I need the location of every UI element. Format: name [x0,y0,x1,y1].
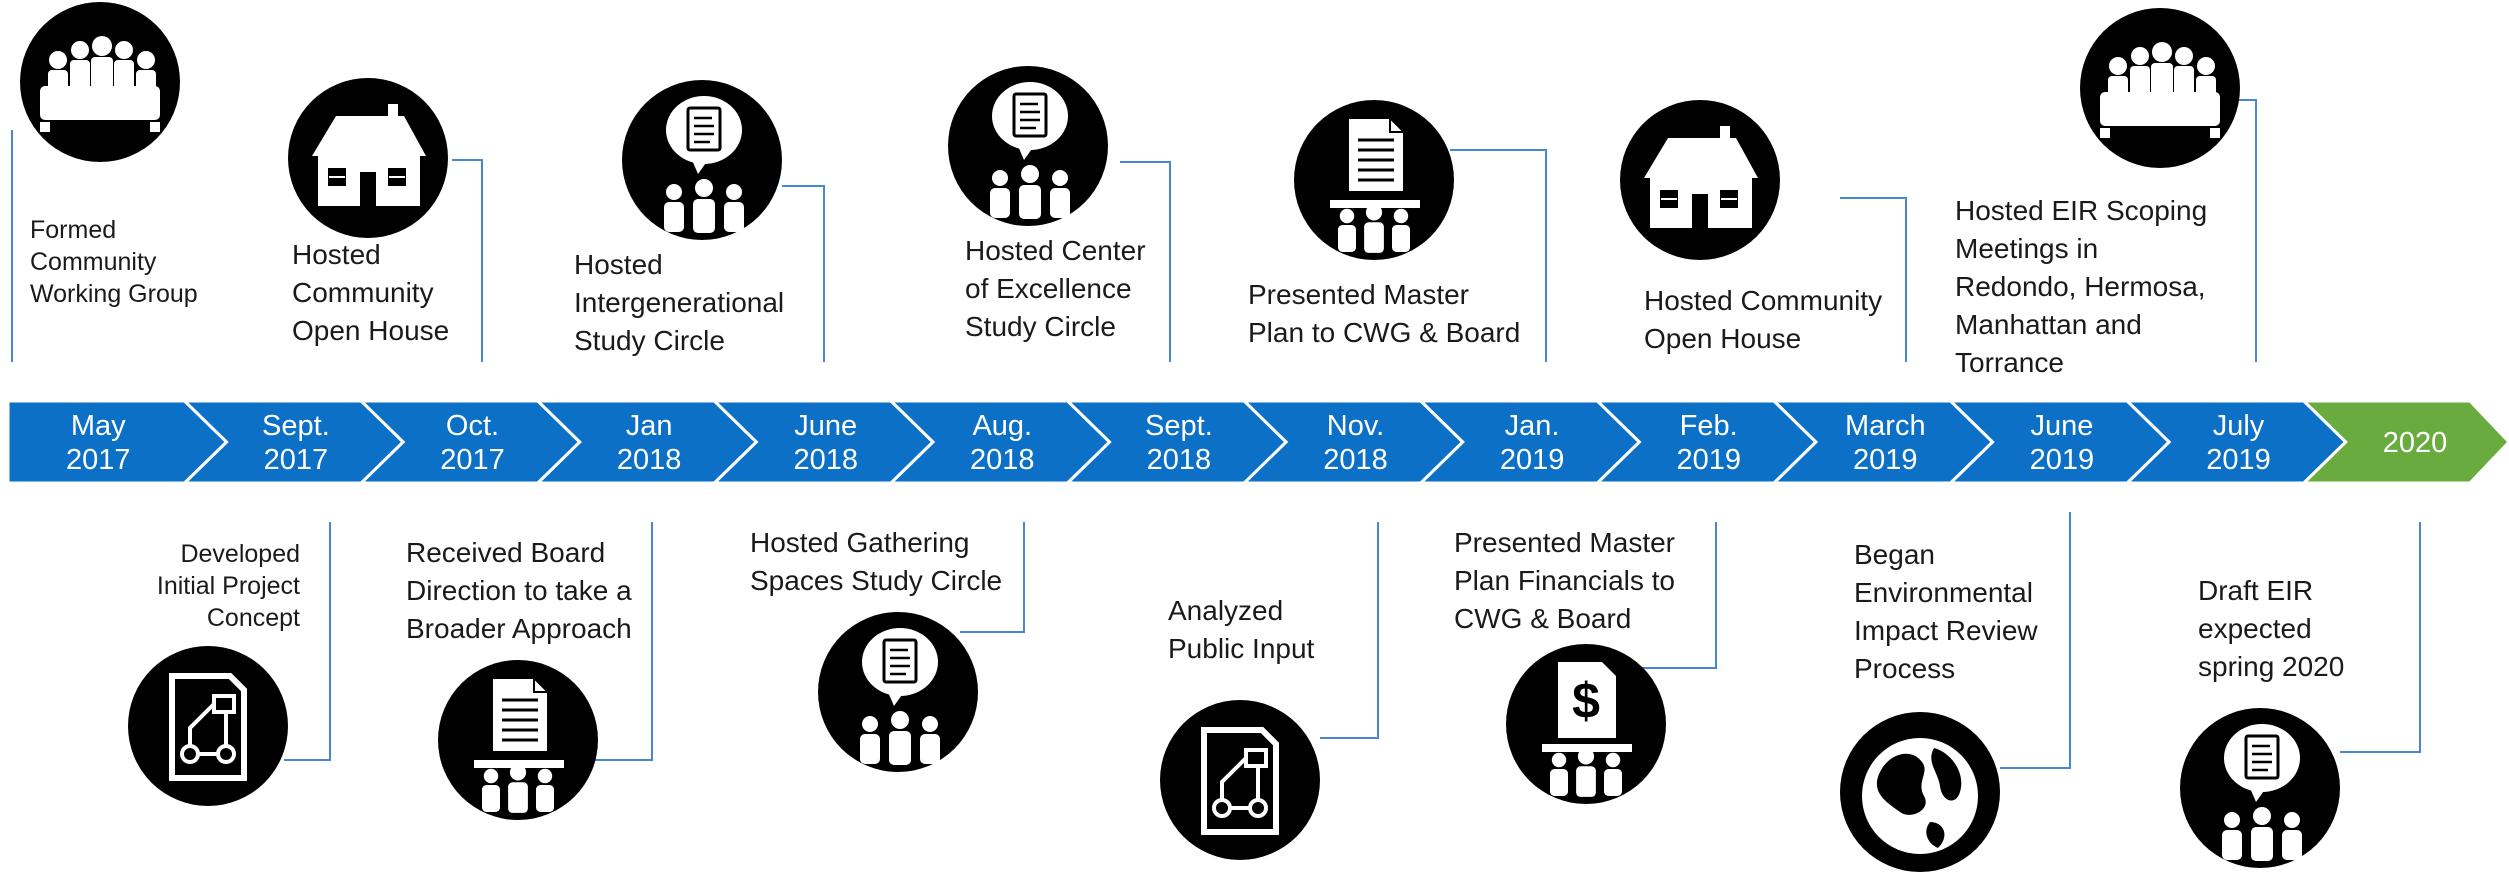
top-event-label: Hosted Community Open House [292,239,450,346]
bottom-event-label: Analyzed Public Input [1168,595,1315,664]
chevron-year: 2018 [1147,444,1212,476]
connector-line [2237,99,2257,362]
study-circle-icon [948,66,1108,226]
top-event-label: Hosted EIR Scoping Meetings in Redondo, … [1955,195,2208,378]
chevron-year: 2018 [970,444,1035,476]
flowchart-document-icon [128,646,288,806]
chevron-year: 2019 [1676,444,1741,476]
chevron-month: Aug. [972,410,1032,442]
bottom-event-label: Developed Initial Project Concept [156,540,300,632]
connector-line [284,522,331,761]
chevron-month: Sept. [1145,410,1213,442]
connector-line [960,522,1025,633]
chevron-year: 2017 [440,444,505,476]
chevron-month: Feb. [1680,410,1738,442]
document-meeting-icon [1294,100,1454,260]
meeting-table-icon [2080,8,2240,168]
top-event-label: Formed Community Working Group [30,216,198,308]
chevron-year: 2019 [1853,444,1918,476]
chevron-month: March [1845,410,1926,442]
flowchart-document-icon [1160,700,1320,860]
chevron-year: 2019 [1500,444,1565,476]
bottom-event-label: Presented Master Plan Financials to CWG … [1454,527,1676,634]
chevron-year: 2018 [617,444,682,476]
connector-line [1628,522,1717,669]
top-event-label: Hosted Community Open House [1644,285,1883,354]
connector-line [1120,161,1171,362]
chevron-year: 2019 [2206,444,2271,476]
connector-line [590,522,653,761]
top-event-label: Hosted Center of Excellence Study Circle [965,235,1146,342]
study-circle-icon [622,80,782,240]
timeline-band: May2017Sept.2017Oct.2017Jan2018June2018A… [6,399,2509,485]
connector-lines [11,99,2421,769]
bottom-event-label: Hosted Gathering Spaces Study Circle [750,527,1003,596]
study-circle-icon [818,612,978,772]
meeting-table-icon [20,2,180,162]
connector-line [782,185,825,362]
chevron-month: May [71,410,126,442]
connector-line [2340,522,2421,753]
chevron-month: Nov. [1327,410,1384,442]
document-meeting-icon [438,660,598,820]
chevron-year: 2018 [1323,444,1388,476]
chevron-month: Jan. [1505,410,1560,442]
chevron-year: 2017 [66,444,131,476]
chevron-month: July [2213,410,2265,442]
connector-line [452,159,483,362]
bottom-event-label: Began Environmental Impact Review Proces… [1854,539,2038,684]
bottom-event-label: Received Board Direction to take a Broad… [406,537,632,644]
top-event-label: Presented Master Plan to CWG & Board [1248,279,1521,348]
chevron-month: Jan [626,410,673,442]
top-event-label: Hosted Intergenerational Study Circle [574,249,785,356]
bottom-event-label: Draft EIR expected spring 2020 [2198,575,2345,682]
chevron-14 [2300,399,2509,485]
financials-meeting-icon [1506,644,1666,804]
chevron-month: June [2030,410,2093,442]
house-icon [1620,100,1780,260]
connector-line [2000,512,2071,769]
chevron-year: 2019 [2030,444,2095,476]
study-circle-icon [2180,708,2340,868]
connector-line [1320,522,1379,739]
connector-line [1450,149,1547,362]
chevron-month: 2020 [2383,427,2448,459]
chevron-year: 2017 [264,444,329,476]
house-icon [288,78,448,238]
chevron-month: Oct. [446,410,499,442]
chevron-month: Sept. [262,410,330,442]
globe-icon [1840,712,2000,872]
connector-line [1840,197,1907,362]
chevron-year: 2018 [793,444,858,476]
chevron-month: June [794,410,857,442]
